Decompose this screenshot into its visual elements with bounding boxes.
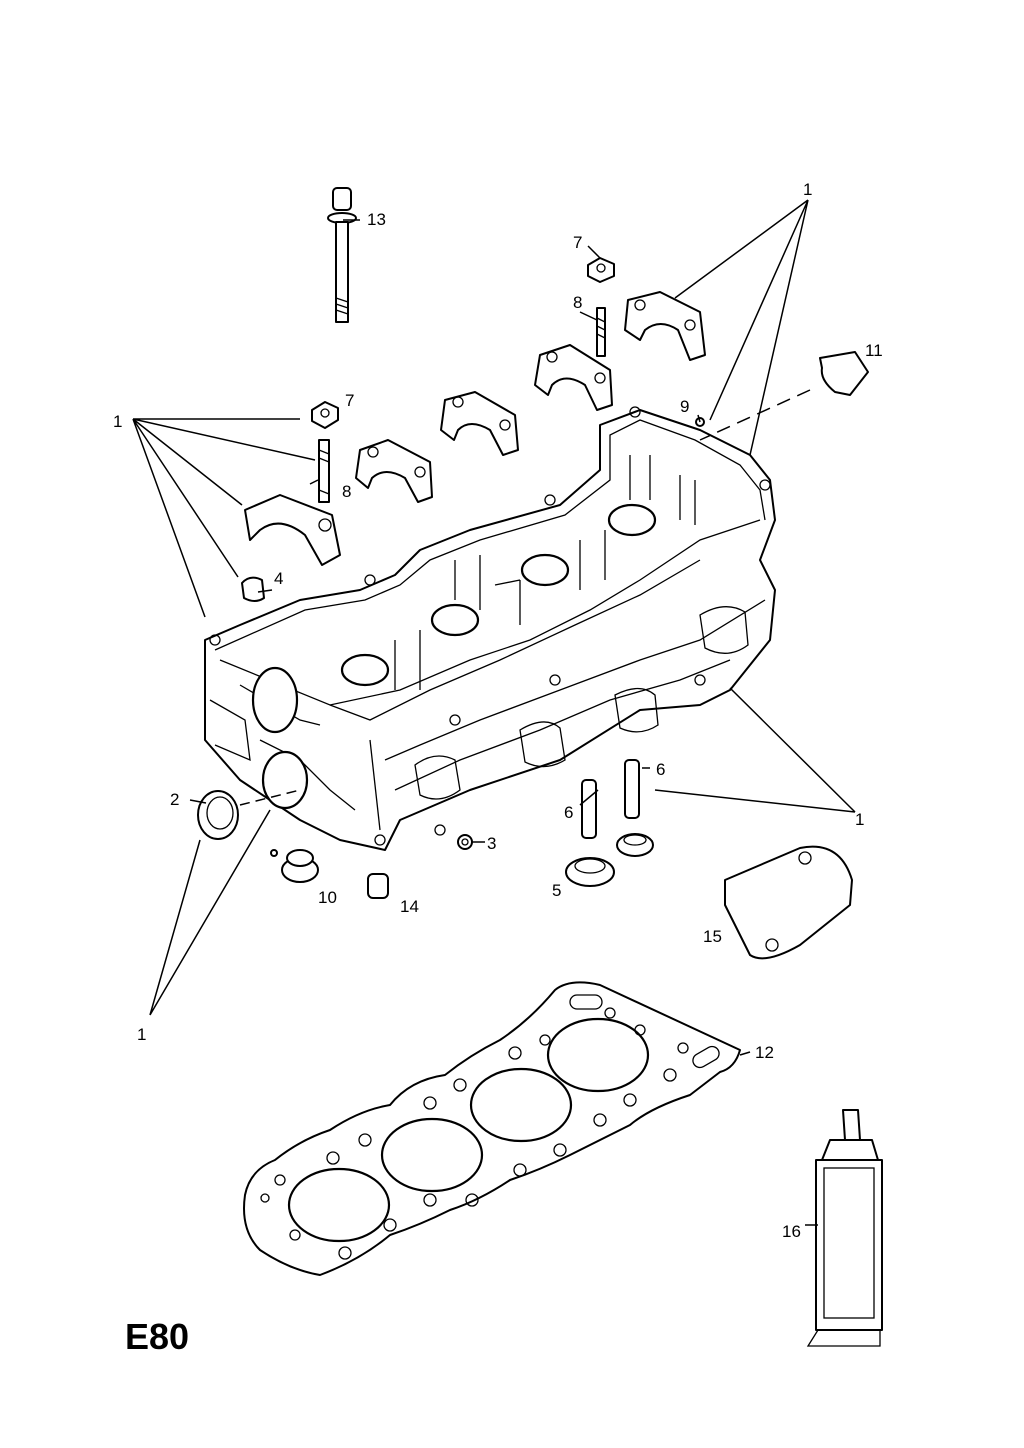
callout-12: 12 (755, 1043, 774, 1062)
leader-lines (132, 199, 856, 1226)
callout-16: 16 (782, 1222, 801, 1241)
callout-1-right: 1 (855, 810, 864, 829)
sealant-tube (806, 1109, 883, 1347)
valve-seal-1 (565, 857, 615, 887)
cylinder-head (204, 406, 776, 851)
bearing-cap-3 (440, 391, 519, 456)
callout-6-right: 6 (656, 760, 665, 779)
nut-upper (587, 257, 615, 283)
callout-3: 3 (487, 834, 496, 853)
bearing-cap-1 (624, 291, 706, 361)
callout-labels: 13 7 8 1 11 9 1 7 8 4 2 3 6 6 1 5 10 14 … (113, 180, 883, 1241)
end-cap (819, 351, 869, 396)
head-gasket (243, 981, 741, 1276)
valve-guide-2 (624, 759, 640, 819)
bearing-caps (244, 291, 706, 566)
callout-7-upper: 7 (573, 233, 582, 252)
head-bolt (327, 187, 357, 323)
plug (241, 576, 265, 602)
bearing-cap-2 (534, 344, 613, 411)
callout-11: 11 (865, 341, 883, 360)
callout-9: 9 (680, 397, 689, 416)
callout-2: 2 (170, 790, 179, 809)
components (197, 187, 869, 960)
valve-guide-1 (581, 779, 597, 839)
valve-seal-2 (616, 833, 654, 857)
callout-8-upper: 8 (573, 293, 582, 312)
small-nut (457, 834, 473, 850)
oil-seal (197, 790, 239, 840)
callout-13: 13 (367, 210, 386, 229)
bearing-cap-4 (355, 439, 433, 503)
callout-14: 14 (400, 897, 419, 916)
callout-7-left: 7 (345, 391, 354, 410)
sleeve (367, 873, 389, 899)
core-plug (270, 849, 319, 883)
callout-15: 15 (703, 927, 722, 946)
stud-left (318, 439, 330, 503)
page-code: E80 (125, 1316, 190, 1357)
callout-10: 10 (318, 888, 337, 907)
callout-1-top-right: 1 (803, 180, 812, 199)
callout-8-left: 8 (342, 482, 351, 501)
callout-1-bottom: 1 (137, 1025, 146, 1044)
callout-5: 5 (552, 881, 561, 900)
stud-upper (596, 307, 606, 357)
callout-6-left: 6 (564, 803, 573, 822)
callout-1-left: 1 (113, 412, 122, 431)
callout-4: 4 (274, 569, 283, 588)
bearing-cap-5 (244, 494, 341, 566)
nut-left (311, 401, 339, 429)
cover-plate (724, 845, 853, 960)
